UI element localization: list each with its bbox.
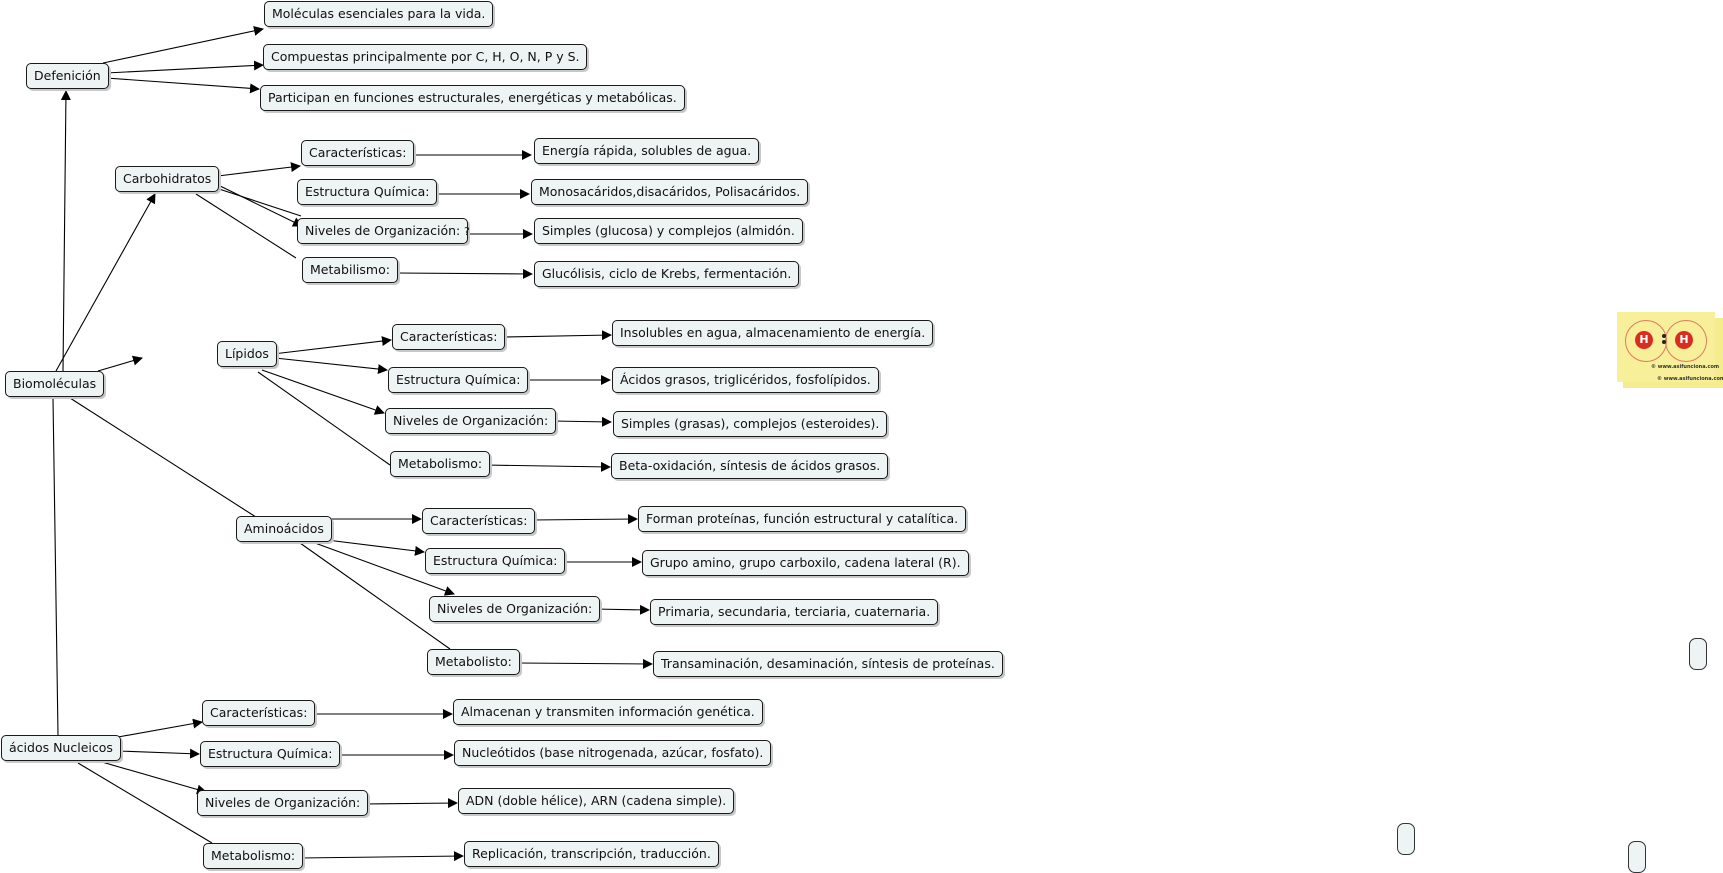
node-carb-niveles-value[interactable]: Simples (glucosa) y complejos (almidón.: [534, 218, 803, 244]
connector-line: [362, 798, 458, 809]
node-carb-metabilismo-value[interactable]: Glucólisis, ciclo de Krebs, fermentación…: [534, 261, 800, 287]
connector-line: [195, 193, 297, 259]
connector-line: [102, 25, 264, 64]
node-lip-metabolismo-value[interactable]: Beta-oxidación, síntesis de ácidos graso…: [611, 453, 889, 479]
connector-line: [531, 514, 638, 525]
node-an-niveles[interactable]: Niveles de Organización:: [197, 790, 369, 816]
node-definicion-1[interactable]: Moléculas esenciales para la vida.: [264, 1, 494, 27]
empty-node-2[interactable]: [1397, 823, 1415, 855]
node-lip-niveles[interactable]: Niveles de Organización:: [385, 408, 557, 434]
node-an-estructura-value[interactable]: Nucleótidos (base nitrogenada, azúcar, f…: [454, 740, 772, 766]
node-an-metabolismo[interactable]: Metabolismo:: [203, 843, 304, 869]
node-ami-niveles-value[interactable]: Primaria, secundaria, terciaria, cuatern…: [650, 599, 939, 625]
node-acidos-nucleicos[interactable]: ácidos Nucleicos: [1, 735, 121, 761]
connector-line: [272, 336, 392, 355]
connector-line: [593, 604, 650, 615]
node-lip-caracteristicas-value[interactable]: Insolubles en agua, almacenamiento de en…: [612, 320, 934, 346]
connector-line: [69, 397, 260, 520]
connector-line: [261, 369, 385, 415]
node-ami-caracteristicas-value[interactable]: Forman proteínas, función estructural y …: [638, 506, 967, 532]
node-definicion-2[interactable]: Compuestas principalmente por C, H, O, N…: [263, 44, 588, 70]
connector-line: [503, 330, 612, 341]
node-biomoleculas[interactable]: Biomoléculas: [5, 371, 105, 397]
image-credit-1: © www.asifunciona.com: [1651, 364, 1720, 370]
node-an-metabolismo-value[interactable]: Replicación, transcripción, traducción.: [464, 841, 719, 867]
node-an-niveles-value[interactable]: ADN (doble hélice), ARN (cadena simple).: [458, 788, 735, 814]
image-credit-2: © www.asifunciona.com: [1657, 376, 1723, 382]
node-lip-estructura-value[interactable]: Ácidos grasos, triglicéridos, fosfolípid…: [612, 367, 879, 393]
connector-line: [314, 542, 455, 596]
node-definicion-3[interactable]: Participan en funciones estructurales, e…: [260, 85, 685, 111]
covalent-bond-icon: [1662, 334, 1666, 344]
connector-line: [77, 762, 213, 844]
connector-line: [299, 542, 451, 650]
connector-line: [55, 193, 156, 372]
connector-line: [483, 461, 611, 472]
node-carb-niveles[interactable]: Niveles de Organización:: [297, 218, 469, 244]
connector-line: [516, 658, 653, 669]
connector-line: [105, 77, 260, 94]
connector-line: [97, 355, 143, 372]
node-carb-caracteristicas[interactable]: Características:: [301, 140, 415, 166]
node-an-estructura[interactable]: Estructura Química:: [200, 741, 341, 767]
node-ami-caracteristicas[interactable]: Características:: [422, 508, 536, 534]
node-lipidos[interactable]: Lípidos: [217, 341, 277, 367]
node-an-caracteristicas-value[interactable]: Almacenan y transmiten información genét…: [453, 699, 763, 725]
connector-line: [395, 268, 533, 279]
connector-line: [52, 397, 59, 736]
node-an-caracteristicas[interactable]: Características:: [202, 700, 316, 726]
node-carb-estructura[interactable]: Estructura Química:: [297, 179, 438, 205]
node-carb-estructura-value[interactable]: Monosacáridos,disacáridos, Polisacáridos…: [531, 179, 809, 205]
empty-node-3[interactable]: [1628, 841, 1646, 873]
connector-line: [215, 187, 302, 217]
node-lip-estructura[interactable]: Estructura Química:: [388, 367, 529, 393]
connector-line: [60, 90, 71, 372]
node-carb-caracteristicas-value[interactable]: Energía rápida, solubles de agua.: [534, 138, 760, 164]
node-ami-niveles[interactable]: Niveles de Organización:: [429, 596, 601, 622]
connector-line: [117, 718, 203, 738]
node-defenicion[interactable]: Defenición: [26, 63, 109, 89]
connector-line: [551, 416, 612, 427]
node-carbohidratos[interactable]: Carbohidratos: [115, 166, 220, 192]
connector-line: [217, 162, 301, 177]
connector-line: [215, 183, 303, 227]
node-lip-metabolismo[interactable]: Metabolismo:: [390, 451, 491, 477]
node-ami-estructura[interactable]: Estructura Química:: [425, 548, 566, 574]
node-ami-metabolisto[interactable]: Metabolisto:: [427, 649, 520, 675]
connector-line: [117, 748, 200, 759]
question-mark: ?: [464, 225, 470, 238]
connector-line: [299, 851, 464, 862]
connector-line: [257, 371, 391, 466]
empty-node-1[interactable]: [1689, 638, 1707, 670]
node-ami-estructura-value[interactable]: Grupo amino, grupo carboxilo, cadena lat…: [642, 550, 969, 576]
hydrogen-molecule-image[interactable]: H H © www.asifunciona.com © www.asifunci…: [1617, 312, 1723, 388]
connector-line: [94, 759, 207, 795]
hydrogen-atom-left: H: [1635, 331, 1653, 349]
connector-line: [274, 357, 388, 375]
node-lip-caracteristicas[interactable]: Características:: [392, 324, 506, 350]
node-ami-metabolisto-value[interactable]: Transaminación, desaminación, síntesis d…: [653, 651, 1003, 677]
node-carb-metabilismo[interactable]: Metabilismo:: [302, 257, 398, 283]
hydrogen-atom-right: H: [1675, 331, 1693, 349]
node-aminoacidos[interactable]: Aminoácidos: [236, 516, 332, 542]
connector-line: [326, 539, 425, 556]
node-lip-niveles-value[interactable]: Simples (grasas), complejos (esteroides)…: [613, 411, 888, 437]
connector-line: [105, 60, 264, 74]
